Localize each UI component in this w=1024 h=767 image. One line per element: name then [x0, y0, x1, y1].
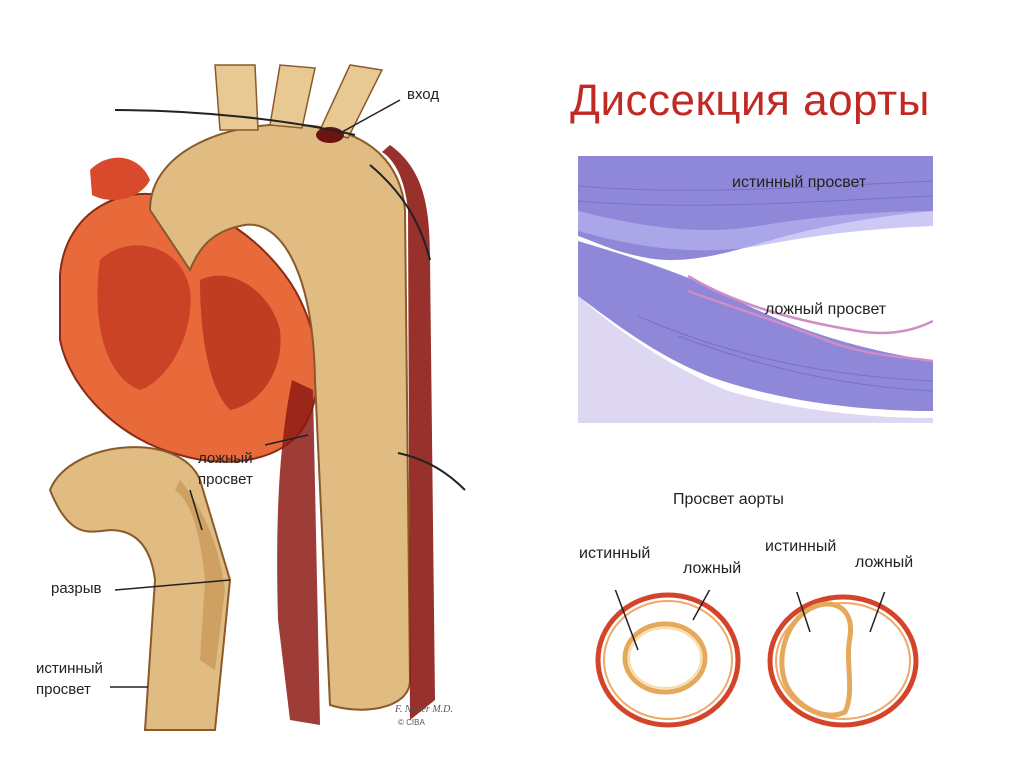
- label-tear: разрыв: [51, 580, 102, 597]
- label-left-false: ложный: [683, 560, 742, 577]
- probe-line-upper-right: [369, 164, 431, 261]
- false-lumen-edge-lower: [687, 289, 933, 363]
- label-histo-false-lumen: ложный просвет: [765, 301, 887, 318]
- cross-section-right: [767, 592, 919, 728]
- tear-pointer: [114, 579, 231, 591]
- false-lumen-lower: [277, 380, 320, 725]
- label-histo-true-lumen: истинный просвет: [732, 174, 867, 191]
- slide-title: Диссекция аорты: [570, 76, 930, 125]
- label-entry: вход: [407, 86, 440, 103]
- pointer-false-right: [869, 592, 886, 633]
- heart-chamber-right: [200, 275, 281, 410]
- cross-section-left: [595, 590, 741, 728]
- cutaway-false-lumen-pointer: [189, 489, 203, 531]
- histology-micrograph: [578, 156, 933, 423]
- label-true-lumen-line2: просвет: [36, 681, 91, 698]
- netter-signature: F. Netter M.D.: [394, 704, 453, 715]
- aorta-cutaway: [48, 446, 232, 731]
- pointer-false-left: [692, 590, 711, 621]
- cross-sections-heading: Просвет аорты: [673, 491, 784, 508]
- label-false-lumen-line1: ложный: [198, 450, 253, 467]
- heart-chamber-left: [97, 245, 191, 390]
- label-right-false: ложный: [855, 554, 914, 571]
- brachiocephalic-trunk: [214, 64, 259, 131]
- label-left-true: истинный: [579, 545, 651, 562]
- outer-wall-inner-left: [603, 600, 733, 720]
- false-lumen-edge: [687, 274, 933, 335]
- probe-line-top: [114, 109, 356, 136]
- pointer-true-left: [614, 590, 639, 651]
- outer-wall-inner-right: [775, 602, 911, 720]
- left-carotid: [269, 64, 316, 129]
- adventitia-lower: [578, 296, 933, 423]
- false-lumen-space: [688, 276, 933, 361]
- aorta-cutaway-false-lumen: [175, 480, 225, 670]
- aorta-anatomy-illustration: F. Netter M.D. © CIBA: [48, 64, 466, 731]
- aortic-wall-lower: [578, 241, 933, 411]
- label-right-true: истинный: [765, 538, 837, 555]
- label-true-lumen-line1: истинный: [36, 660, 103, 677]
- pointer-true-right: [796, 592, 811, 633]
- probe-line-lower-right: [397, 452, 466, 491]
- intimal-flap-right: [779, 601, 853, 718]
- ciba-stamp: © CIBA: [398, 718, 425, 727]
- label-false-lumen-line2: просвет: [198, 471, 253, 488]
- false-lumen: [382, 145, 435, 720]
- heart-auricle: [90, 157, 150, 200]
- false-lumen-pointer: [264, 434, 309, 446]
- true-lumen-inner-left: [628, 627, 702, 689]
- media-fibers: [578, 180, 933, 392]
- true-lumen-left: [622, 621, 708, 695]
- intima-band: [578, 211, 933, 251]
- entry-pointer: [341, 99, 401, 133]
